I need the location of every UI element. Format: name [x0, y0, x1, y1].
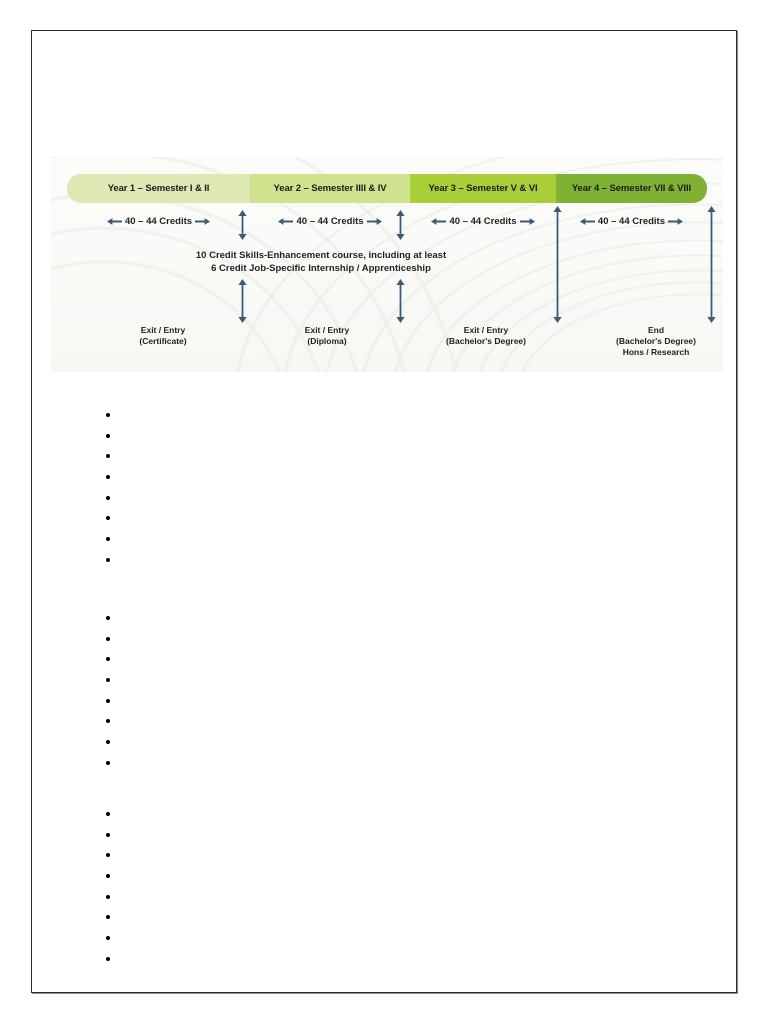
vertical-arrow-2-upper: [396, 210, 405, 240]
year-segment-label: Year 3 – Semester V & VI: [428, 183, 538, 194]
exit-entry-line-3: Hons / Research: [622, 347, 690, 357]
exit-entry-line-1: End: [647, 325, 665, 335]
arrow-left-icon: [579, 217, 595, 225]
exit-entry-line-1: Exit / Entry: [463, 325, 509, 335]
vertical-arrow-2-lower: [396, 279, 405, 323]
exit-entry-point-4: End(Bachelor's Degree)Hons / Research: [576, 325, 723, 358]
exit-entry-point-2: Exit / Entry(Diploma): [247, 325, 407, 347]
vertical-arrow-1-lower: [238, 279, 247, 323]
vertical-arrow-1-upper: [238, 210, 247, 240]
year-segment-label: Year 1 – Semester I & II: [107, 183, 210, 194]
bullet-list-1: [98, 406, 116, 572]
arrow-left-icon: [278, 217, 294, 225]
credit-range-label: 40 – 44 Credits: [296, 215, 364, 227]
exit-entry-line-2: (Bachelor's Degree): [446, 336, 526, 346]
vertical-arrow-4: [707, 206, 716, 323]
document-page: Year 1 – Semester I & II Year 2 – Semeste…: [31, 30, 737, 993]
exit-entry-point-1: Exit / Entry(Certificate): [83, 325, 243, 347]
exit-entry-line-2: (Certificate): [139, 336, 187, 346]
credit-range-label: 40 – 44 Credits: [124, 215, 193, 227]
credit-range-label: 40 – 44 Credits: [597, 215, 665, 227]
exit-entry-line-2: (Bachelor's Degree): [616, 336, 696, 346]
programme-structure-figure: Year 1 – Semester I & II Year 2 – Semeste…: [51, 157, 723, 372]
exit-entry-line-2: (Diploma): [307, 336, 347, 346]
note-line-1: 10 Credit Skills-Enhancement course, inc…: [195, 250, 447, 261]
note-line-2: 6 Credit Job-Specific Internship / Appre…: [211, 263, 431, 274]
skills-enhancement-note: 10 Credit Skills-Enhancement course, inc…: [111, 249, 531, 275]
year-bar: Year 1 – Semester I & II Year 2 – Semeste…: [67, 174, 707, 203]
year-segment-3: Year 3 – Semester V & VI: [410, 174, 556, 203]
arrow-right-icon: [519, 217, 535, 225]
vertical-arrow-3: [553, 206, 562, 323]
credit-range-4: 40 – 44 Credits: [556, 211, 707, 231]
arrow-right-icon: [195, 217, 211, 225]
credit-range-label: 40 – 44 Credits: [449, 215, 517, 227]
arrow-left-icon: [431, 217, 447, 225]
bullet-list-2: [98, 609, 116, 775]
year-segment-label: Year 2 – Semester IIII & IV: [273, 183, 387, 194]
exit-entry-line-1: Exit / Entry: [140, 325, 186, 335]
arrow-right-icon: [366, 217, 382, 225]
credits-row: 40 – 44 Credits 40 – 44 Credits 40 – 44 Cr…: [67, 211, 707, 231]
arrow-left-icon: [106, 217, 122, 225]
bullet-list-3: [98, 805, 116, 971]
year-segment-2: Year 2 – Semester IIII & IV: [250, 174, 411, 203]
arrow-right-icon: [668, 217, 683, 225]
credit-range-3: 40 – 44 Credits: [410, 211, 556, 231]
year-segment-1: Year 1 – Semester I & II: [67, 174, 251, 203]
exit-entry-line-1: Exit / Entry: [304, 325, 350, 335]
exit-entry-point-3: Exit / Entry(Bachelor's Degree): [406, 325, 566, 347]
year-segment-4: Year 4 – Semester VII & VIII: [555, 174, 707, 203]
year-segment-label: Year 4 – Semester VII & VIII: [571, 183, 692, 194]
credit-range-1: 40 – 44 Credits: [67, 211, 250, 231]
credit-range-2: 40 – 44 Credits: [250, 211, 410, 231]
